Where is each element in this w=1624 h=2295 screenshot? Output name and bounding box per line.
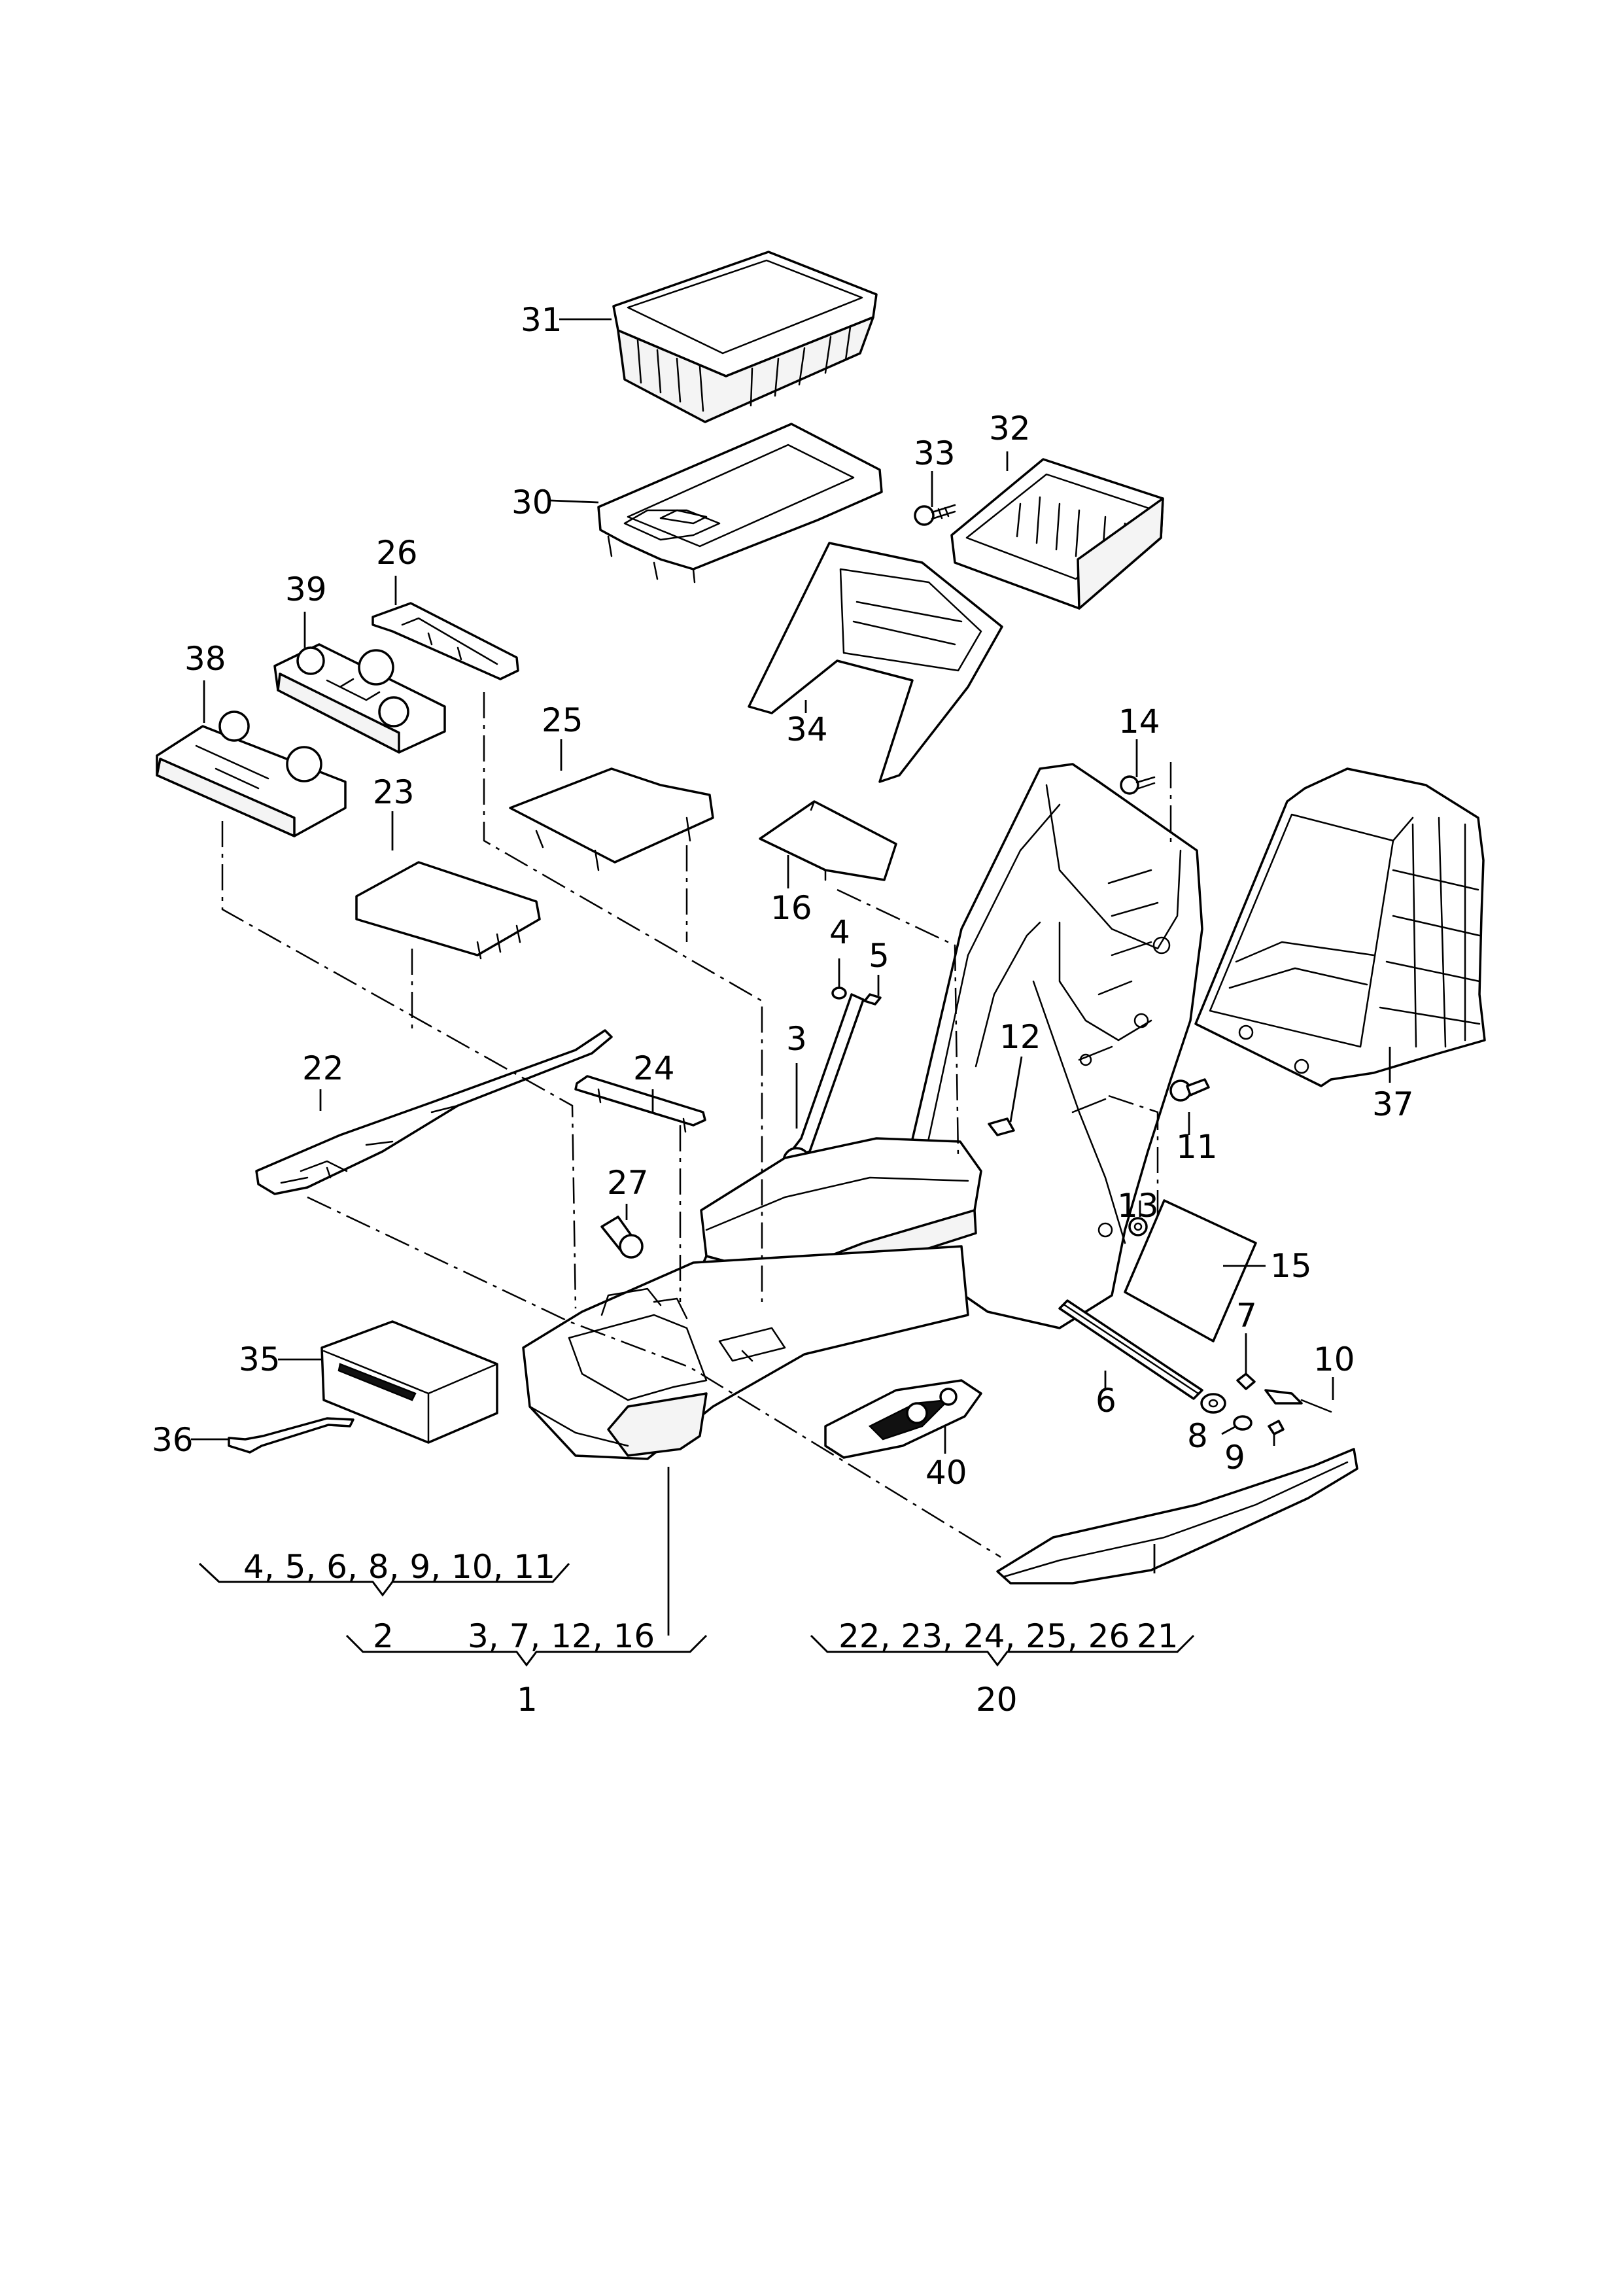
part-30-tray-frame — [597, 423, 883, 584]
part-31-storage-tray — [612, 251, 878, 423]
callout-10: 10 — [1313, 1340, 1355, 1378]
callout-32: 32 — [989, 410, 1031, 447]
callout-23: 23 — [373, 773, 415, 811]
callout-8: 8 — [1187, 1417, 1208, 1455]
callout-11: 11 — [1176, 1128, 1218, 1166]
hardware-screws-nuts — [988, 775, 1210, 1236]
callout-6: 6 — [1096, 1382, 1116, 1420]
console-base — [522, 1245, 969, 1460]
callout-12: 12 — [999, 1018, 1041, 1056]
part-39-switch-panel — [273, 643, 446, 754]
part-21-side-trim — [996, 1448, 1358, 1585]
part-37-storage-box — [1194, 767, 1486, 1087]
callout-9: 9 — [1224, 1439, 1245, 1477]
group-braces — [198, 1562, 1195, 1667]
callout-16: 16 — [770, 889, 812, 927]
part-6-rod — [1058, 1299, 1203, 1400]
callout-35: 35 — [239, 1340, 281, 1378]
callout-3: 3 — [786, 1020, 807, 1058]
callout-22: 22 — [302, 1049, 344, 1087]
callout-26: 26 — [376, 534, 418, 572]
callout-40: 40 — [925, 1454, 967, 1492]
group-20-label: 20 — [976, 1681, 1018, 1719]
part-15-sheet — [1124, 1199, 1257, 1342]
group-1-members: 3, 7, 12, 16 — [468, 1617, 655, 1655]
callout-37: 37 — [1372, 1085, 1414, 1123]
callout-13: 13 — [1117, 1187, 1159, 1225]
callout-34: 34 — [786, 710, 828, 748]
part-32-box-insert — [950, 458, 1164, 610]
callout-21: 21 — [1137, 1617, 1179, 1655]
group-20-members: 22, 23, 24, 25, 26 — [838, 1617, 1130, 1655]
part-38-switch-panel — [156, 710, 347, 837]
hardware-pins-washers — [1200, 1373, 1332, 1435]
callout-5: 5 — [869, 937, 890, 975]
callout-38: 38 — [184, 640, 226, 678]
callout-labels: 31 30 32 33 26 39 38 34 25 23 16 14 4 5 … — [152, 301, 1414, 1655]
callout-25: 25 — [542, 701, 583, 739]
callout-33: 33 — [914, 434, 956, 472]
part-24-trim-strip — [574, 1075, 706, 1133]
part-23-armrest-cover — [355, 861, 541, 960]
callout-30: 30 — [511, 483, 553, 521]
callout-39: 39 — [285, 570, 327, 608]
leader-lines — [191, 318, 1391, 1636]
part-33-screw — [914, 504, 956, 526]
part-35-drawer — [320, 1320, 498, 1444]
callout-24: 24 — [633, 1049, 675, 1087]
callout-15: 15 — [1270, 1247, 1312, 1285]
part-16-cover-plate — [759, 800, 897, 881]
callout-27: 27 — [607, 1164, 649, 1202]
part-36-cable — [228, 1417, 354, 1454]
part-27-bolt — [600, 1216, 644, 1259]
part-34-trim-bezel — [748, 542, 1003, 783]
part-4-5-clip-pin — [831, 987, 882, 1006]
group-2-members: 4, 5, 6, 8, 9, 10, 11 — [243, 1548, 555, 1586]
callout-14: 14 — [1118, 703, 1160, 741]
part-40-switch-panel — [824, 1379, 982, 1459]
callout-4: 4 — [829, 913, 850, 951]
assembly-lines — [221, 692, 1172, 1558]
callout-7: 7 — [1236, 1297, 1257, 1335]
group-2-label: 2 — [373, 1617, 394, 1655]
callout-36: 36 — [152, 1421, 194, 1459]
part-22-side-trim — [255, 1029, 613, 1195]
group-labels: 4, 5, 6, 8, 9, 10, 11 2 3, 7, 12, 16 1 2… — [243, 1548, 1130, 1719]
group-1-label: 1 — [517, 1681, 538, 1719]
part-25-lid — [509, 767, 714, 871]
part-26-trim-strip — [371, 602, 519, 680]
callout-31: 31 — [521, 301, 562, 339]
